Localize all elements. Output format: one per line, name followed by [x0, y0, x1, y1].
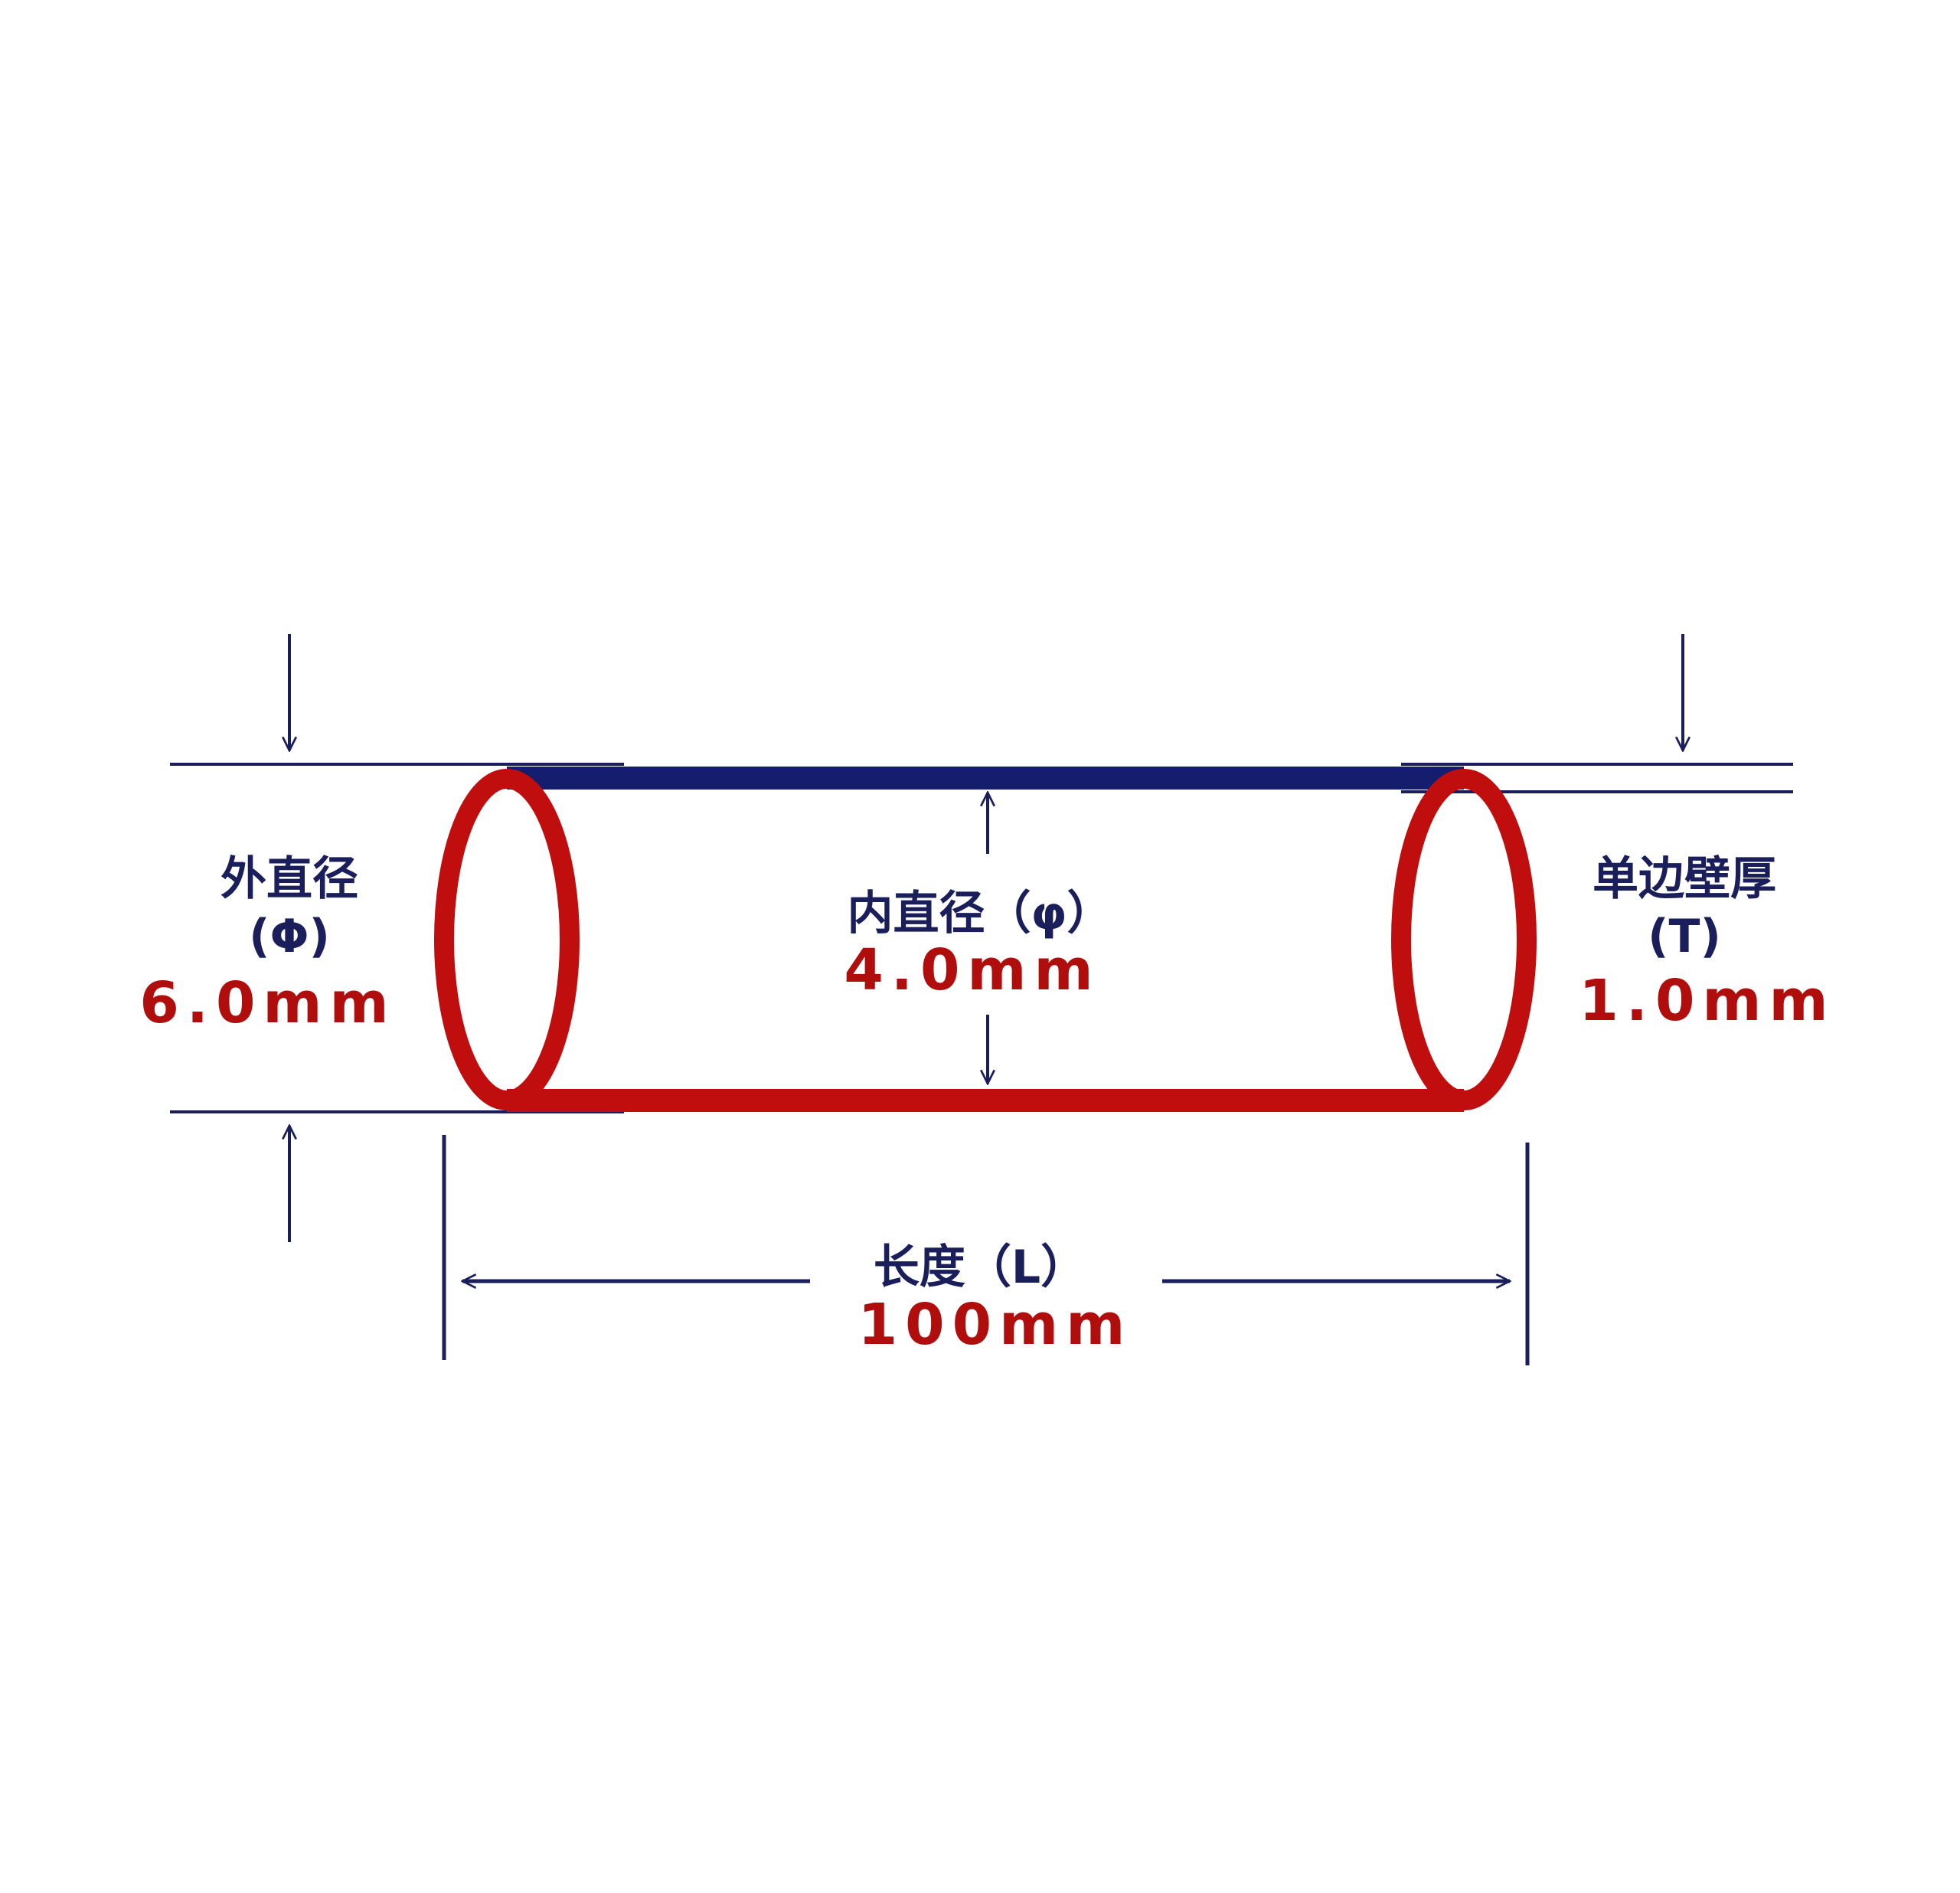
inner-diameter-value: 4.0mm — [844, 937, 1101, 1003]
wall-thickness-symbol: (T) — [1648, 910, 1721, 963]
tube-right-end — [1391, 769, 1537, 1110]
length-value: 100mm — [858, 1292, 1133, 1358]
tube-left-end — [434, 769, 580, 1110]
outer-diameter-label: 外直径 — [220, 852, 358, 906]
length-label: 长度（L） — [873, 1241, 1087, 1294]
outer-diameter-symbol: (Φ) — [249, 910, 330, 963]
outer-diameter-value: 6.0mm — [139, 970, 397, 1036]
wall-thickness-label: 单边壁厚 — [1592, 852, 1776, 906]
wall-thickness-value: 1.0mm — [1579, 968, 1836, 1034]
inner-diameter-label: 内直径（φ） — [847, 887, 1113, 940]
